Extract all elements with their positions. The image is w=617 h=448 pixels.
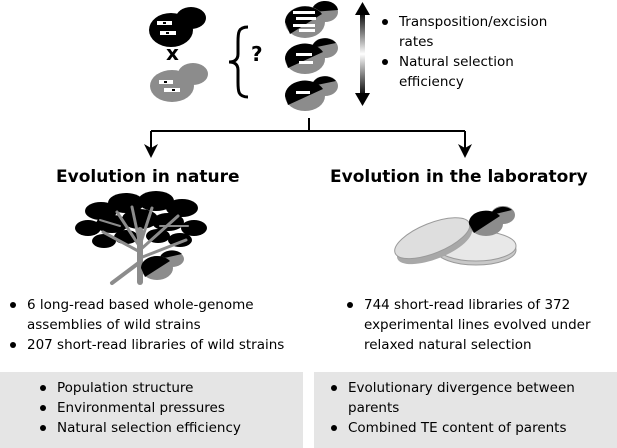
nature-bullets: 6 long-read based whole-genome assemblie… <box>9 295 285 355</box>
petri-dish-icon <box>394 217 517 266</box>
offspring-yeast-2-icon <box>284 38 338 74</box>
question-mark: ? <box>251 42 263 66</box>
arrow-head-nature <box>144 144 158 158</box>
offspring-yeast-3-icon <box>284 76 338 111</box>
nature-box-item: Population structure <box>40 378 241 398</box>
lab-box-list: Evolutionary divergence between parents … <box>331 378 575 438</box>
top-right-item: Transposition/excision <box>381 14 548 30</box>
lab-yeast-icon <box>468 206 515 236</box>
lab-box-item: Combined TE content of parents <box>331 418 575 438</box>
nature-box <box>0 372 303 448</box>
nature-bullet: assemblies of wild strains <box>27 317 201 333</box>
branch-connector <box>150 118 466 150</box>
lab-box-item: parents <box>348 400 400 416</box>
nature-box-item: Environmental pressures <box>40 398 241 418</box>
brace-shape <box>228 25 249 99</box>
nature-bullet: 6 long-read based whole-genome <box>9 295 284 315</box>
cross-symbol: x <box>166 41 179 65</box>
parent-yeast-black-icon <box>149 7 206 47</box>
top-right-item: efficiency <box>399 74 464 90</box>
lab-title: Evolution in the laboratory <box>330 167 588 187</box>
nature-title: Evolution in nature <box>56 167 240 187</box>
nature-box-item: Natural selection efficiency <box>40 420 241 436</box>
lab-bullet: experimental lines evolved under <box>364 317 591 333</box>
lab-bullet: 744 short-read libraries of 372 <box>347 295 591 315</box>
nature-bullet: 207 short-read libraries of wild strains <box>9 337 285 353</box>
arrow-head-lab <box>458 144 472 158</box>
lab-bullet: relaxed natural selection <box>364 337 532 353</box>
lab-box <box>314 372 617 448</box>
top-right-list: Transposition/excision rates Natural sel… <box>381 12 548 92</box>
tree-icon <box>75 191 207 285</box>
lab-bullets: 744 short-read libraries of 372 experime… <box>347 295 591 355</box>
gradient-double-arrow <box>355 2 370 106</box>
lab-box-item: Evolutionary divergence between <box>331 380 575 396</box>
top-right-item: Natural selection <box>381 52 547 72</box>
tree-yeast-icon <box>141 250 184 280</box>
parent-yeast-gray-icon <box>150 63 208 102</box>
offspring-yeast-1-icon <box>285 0 338 38</box>
top-right-item: rates <box>399 34 434 50</box>
nature-box-list: Population structure Environmental press… <box>40 378 241 438</box>
